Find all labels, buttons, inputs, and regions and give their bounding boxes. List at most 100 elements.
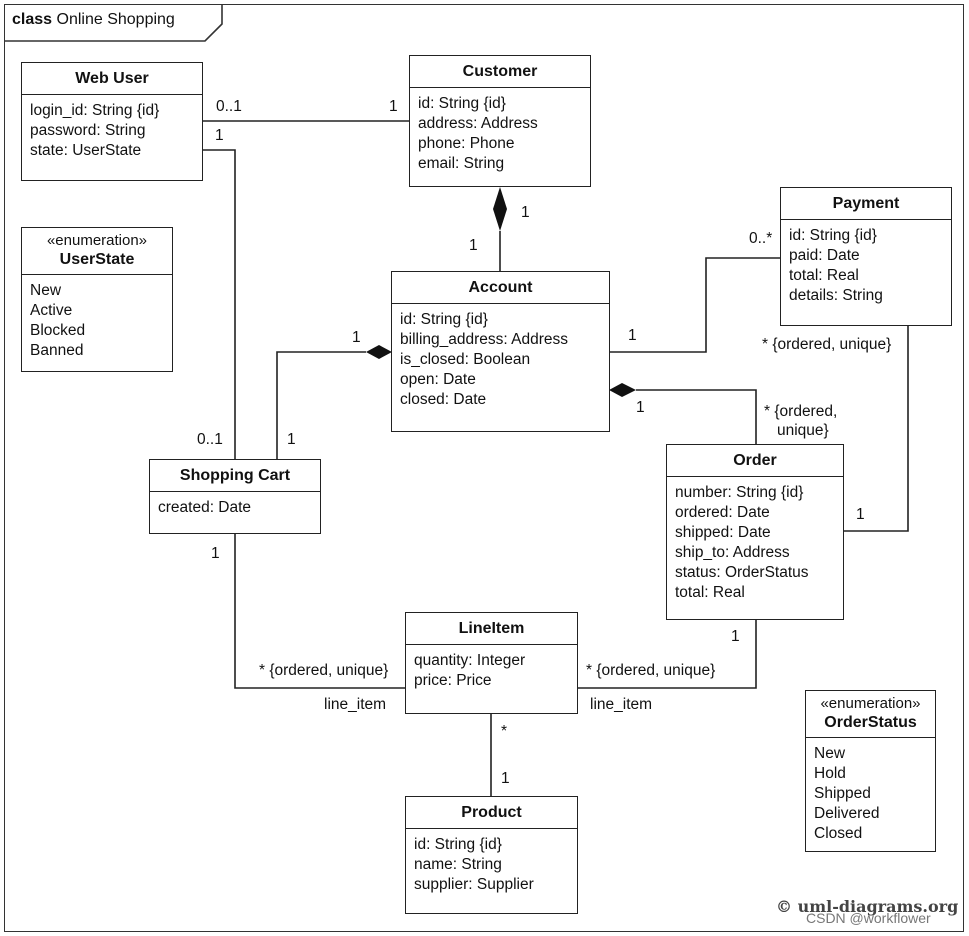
mult-account-cart-account: 1 — [352, 329, 361, 346]
attribute: shipped: Date — [675, 524, 771, 541]
enum-name: UserState — [59, 251, 135, 268]
attribute: state: UserState — [30, 142, 142, 159]
class-payment[interactable]: Payment id: String {id} paid: Date total… — [780, 187, 952, 326]
enum-name: OrderStatus — [824, 714, 917, 731]
attribute: ordered: Date — [675, 504, 770, 521]
constraint-account-order-order: unique} — [777, 422, 829, 439]
class-name: LineItem — [406, 613, 577, 645]
enum-header: «enumeration» OrderStatus — [806, 691, 935, 738]
mult-lineitem-product-product: 1 — [501, 770, 510, 787]
attribute: id: String {id} — [418, 95, 506, 112]
frame-title: class Online Shopping — [12, 11, 175, 29]
enum-stereotype: «enumeration» — [46, 232, 148, 249]
mult-payment-order-order: 1 — [856, 506, 865, 523]
attribute: number: String {id} — [675, 484, 804, 501]
attribute: ship_to: Address — [675, 544, 790, 561]
attribute: name: String — [414, 856, 502, 873]
role-order-lineitem: line_item — [590, 696, 653, 713]
enum-literal: Shipped — [814, 785, 871, 802]
composition-diamond-account-order — [609, 383, 636, 397]
watermark-text: CSDN @workflower — [806, 910, 931, 926]
mult-webuser-customer-webuser: 0..1 — [216, 98, 242, 115]
class-attributes: id: String {id} billing_address: Address… — [392, 304, 609, 416]
mult-account-payment-account: 1 — [628, 327, 637, 344]
enum-literals: New Hold Shipped Delivered Closed — [806, 738, 935, 850]
attribute: status: OrderStatus — [675, 564, 809, 581]
assoc-order-lineitem — [577, 619, 757, 689]
enum-order-status[interactable]: «enumeration» OrderStatus New Hold Shipp… — [805, 690, 936, 852]
class-name: Order — [667, 445, 843, 477]
enum-literal: Active — [30, 302, 73, 319]
class-order[interactable]: Order number: String {id} ordered: Date … — [666, 444, 844, 620]
class-attributes: login_id: String {id} password: String s… — [22, 95, 202, 167]
mult-cart-lineitem-cart: 1 — [211, 545, 220, 562]
mult-account-payment-payment: 0..* — [749, 230, 773, 247]
attribute: id: String {id} — [414, 836, 502, 853]
mult-account-cart-cart: 1 — [287, 431, 296, 448]
enum-literal: Delivered — [814, 805, 880, 822]
attribute: price: Price — [414, 672, 492, 689]
class-name: Customer — [410, 56, 590, 88]
assoc-payment-order — [843, 325, 909, 532]
attribute: email: String — [418, 155, 505, 172]
attribute: address: Address — [418, 115, 538, 132]
attribute: created: Date — [158, 499, 252, 516]
attribute: id: String {id} — [789, 227, 877, 244]
class-name: Payment — [781, 188, 951, 220]
class-account[interactable]: Account id: String {id} billing_address:… — [391, 271, 610, 432]
attribute: open: Date — [400, 371, 476, 388]
assoc-account-cart — [276, 351, 366, 460]
frame-tab — [5, 5, 223, 42]
enum-literal: Blocked — [30, 322, 86, 339]
attribute: total: Real — [675, 584, 745, 601]
attribute: supplier: Supplier — [414, 876, 534, 893]
class-name: Web User — [22, 63, 202, 95]
mult-account-order-account: 1 — [636, 399, 645, 416]
frame-keyword: class — [12, 11, 53, 28]
class-attributes: id: String {id} name: String supplier: S… — [406, 829, 577, 901]
class-attributes: quantity: Integer price: Price — [406, 645, 577, 697]
credit-text: © uml-diagrams.org — [776, 897, 959, 916]
assoc-webuser-cart — [202, 149, 236, 460]
attribute: details: String — [789, 287, 883, 304]
enum-literals: New Active Blocked Banned — [22, 275, 172, 367]
mult-webuser-cart-cart: 0..1 — [197, 431, 223, 448]
attribute: quantity: Integer — [414, 652, 526, 669]
enum-literal: Banned — [30, 342, 84, 359]
class-attributes: number: String {id} ordered: Date shippe… — [667, 477, 843, 609]
enum-header: «enumeration» UserState — [22, 228, 172, 275]
attribute: login_id: String {id} — [30, 102, 160, 119]
mult-cart-lineitem-lineitem: * {ordered, unique} — [259, 662, 389, 679]
role-cart-lineitem: line_item — [324, 696, 387, 713]
class-attributes: created: Date — [150, 492, 320, 524]
class-product[interactable]: Product id: String {id} name: String sup… — [405, 796, 578, 914]
enum-literal: Hold — [814, 765, 846, 782]
frame-name: Online Shopping — [56, 11, 175, 28]
enum-user-state[interactable]: «enumeration» UserState New Active Block… — [21, 227, 173, 372]
enum-stereotype: «enumeration» — [820, 695, 921, 712]
enum-literal: New — [30, 282, 62, 299]
mult-payment-order-payment: * {ordered, unique} — [762, 336, 892, 353]
enum-literal: Closed — [814, 825, 863, 842]
class-customer[interactable]: Customer id: String {id} address: Addres… — [409, 55, 591, 187]
attribute: closed: Date — [400, 391, 487, 408]
attribute: billing_address: Address — [400, 331, 569, 348]
attribute: password: String — [30, 122, 146, 139]
class-name: Account — [392, 272, 609, 304]
class-shopping-cart[interactable]: Shopping Cart created: Date — [149, 459, 321, 534]
attribute: id: String {id} — [400, 311, 488, 328]
class-name: Shopping Cart — [150, 460, 320, 492]
attribute: is_closed: Boolean — [400, 351, 531, 368]
mult-order-lineitem-order: 1 — [731, 628, 740, 645]
mult-customer-account-customer: 1 — [521, 204, 530, 221]
attribute: paid: Date — [789, 247, 860, 264]
assoc-account-order — [636, 389, 757, 445]
class-line-item[interactable]: LineItem quantity: Integer price: Price — [405, 612, 578, 714]
class-web-user[interactable]: Web User login_id: String {id} password:… — [21, 62, 203, 181]
class-name: Product — [406, 797, 577, 829]
attribute: total: Real — [789, 267, 859, 284]
attribute: phone: Phone — [418, 135, 515, 152]
class-attributes: id: String {id} address: Address phone: … — [410, 88, 590, 180]
mult-order-lineitem-lineitem: * {ordered, unique} — [586, 662, 716, 679]
